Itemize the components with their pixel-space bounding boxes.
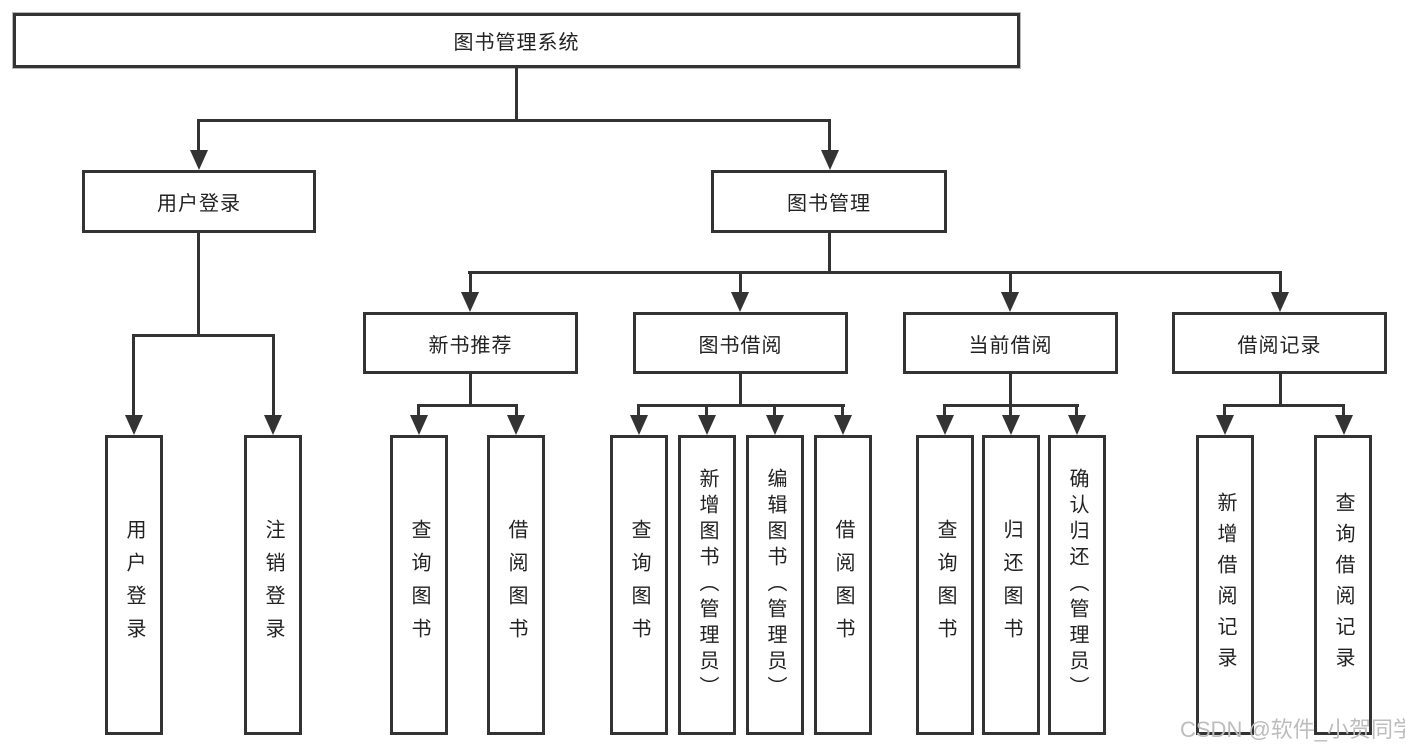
leaf-current-query-books-label: 查询图书: [934, 519, 956, 651]
connector-line: [1342, 404, 1345, 418]
arrow-down-icon: [264, 415, 282, 435]
connector-line: [469, 271, 472, 295]
csdn-watermark: CSDN @软件_小贺同学: [1180, 717, 1405, 742]
leaf-current-query-books: 查询图书: [916, 435, 974, 735]
connector-line: [515, 68, 518, 121]
connector-line: [417, 404, 518, 407]
leaf-logout-label: 注销登录: [262, 519, 284, 651]
arrow-down-icon: [766, 415, 784, 435]
connector-line: [197, 119, 831, 122]
node-book-borrow-label: 图书借阅: [698, 334, 783, 357]
leaf-edit-book-admin: 编辑图书（管理员）: [746, 435, 804, 735]
connector-line: [132, 334, 135, 418]
arrow-down-icon: [1271, 292, 1289, 312]
leaf-add-borrow-record: 新增借阅记录: [1196, 435, 1254, 735]
leaf-confirm-return-admin-label: 确认归还（管理员）: [1066, 468, 1088, 702]
node-book-management: 图书管理: [711, 170, 947, 233]
leaf-borrow-query-books-label: 查询图书: [628, 519, 650, 651]
node-new-book-recommend-label: 新书推荐: [428, 334, 513, 357]
connector-line: [197, 233, 200, 336]
arrow-down-icon: [461, 292, 479, 312]
connector-line: [828, 233, 831, 274]
connector-line: [1009, 374, 1012, 407]
node-new-book-recommend: 新书推荐: [363, 312, 578, 374]
arrow-down-icon: [834, 415, 852, 435]
connector-line: [637, 404, 845, 407]
connector-line: [773, 404, 776, 418]
connector-line: [739, 374, 742, 407]
leaf-return-books-label: 归还图书: [1000, 519, 1022, 651]
node-borrow-records: 借阅记录: [1172, 312, 1387, 374]
connector-line: [841, 404, 844, 418]
leaf-logout: 注销登录: [244, 435, 302, 735]
leaf-edit-book-admin-label: 编辑图书（管理员）: [764, 468, 786, 702]
leaf-query-borrow-record: 查询借阅记录: [1314, 435, 1372, 735]
leaf-add-borrow-record-label: 新增借阅记录: [1214, 492, 1236, 678]
leaf-user-login-label: 用户登录: [123, 519, 145, 651]
connector-line: [132, 334, 275, 337]
node-book-management-label: 图书管理: [787, 193, 871, 215]
leaf-recommend-query-books-label: 查询图书: [408, 519, 430, 651]
arrow-down-icon: [1001, 292, 1019, 312]
node-user-login: 用户登录: [82, 170, 316, 233]
node-library-system-label: 图书管理系统: [453, 32, 580, 54]
leaf-borrow-query-books: 查询图书: [610, 435, 668, 735]
arrow-down-icon: [936, 415, 954, 435]
leaf-borrow-borrow-books-label: 借阅图书: [832, 519, 854, 651]
node-current-borrow-label: 当前借阅: [968, 334, 1053, 357]
leaf-recommend-borrow-books-label: 借阅图书: [505, 519, 527, 651]
connector-line: [1223, 404, 1345, 407]
arrow-down-icon: [125, 415, 143, 435]
leaf-query-borrow-record-label: 查询借阅记录: [1332, 492, 1354, 678]
leaf-recommend-borrow-books: 借阅图书: [487, 435, 545, 735]
connector-line: [1223, 404, 1226, 418]
connector-line: [417, 404, 420, 418]
node-book-borrow: 图书借阅: [633, 312, 848, 374]
leaf-borrow-borrow-books: 借阅图书: [814, 435, 872, 735]
leaf-add-book-admin-label: 新增图书（管理员）: [696, 468, 718, 702]
leaf-add-book-admin: 新增图书（管理员）: [678, 435, 736, 735]
node-current-borrow: 当前借阅: [903, 312, 1118, 374]
arrow-down-icon: [1216, 415, 1234, 435]
node-borrow-records-label: 借阅记录: [1237, 334, 1322, 357]
arrow-down-icon: [410, 415, 428, 435]
arrow-down-icon: [731, 292, 749, 312]
arrow-down-icon: [1002, 415, 1020, 435]
connector-line: [828, 119, 831, 153]
leaf-recommend-query-books: 查询图书: [390, 435, 448, 735]
connector-line: [1075, 404, 1078, 418]
connector-line: [515, 404, 518, 418]
leaf-confirm-return-admin: 确认归还（管理员）: [1048, 435, 1106, 735]
connector-line: [1009, 404, 1012, 418]
connector-line: [1279, 271, 1282, 295]
connector-line: [1009, 271, 1012, 295]
node-library-system: 图书管理系统: [13, 13, 1020, 68]
connector-line: [468, 271, 1282, 274]
arrow-down-icon: [1335, 415, 1353, 435]
connector-line: [1279, 374, 1282, 407]
connector-line: [469, 374, 472, 407]
arrow-down-icon: [1068, 415, 1086, 435]
arrow-down-icon: [190, 150, 208, 170]
leaf-user-login: 用户登录: [105, 435, 163, 735]
arrow-down-icon: [507, 415, 525, 435]
connector-line: [272, 334, 275, 418]
connector-line: [943, 404, 946, 418]
leaf-return-books: 归还图书: [982, 435, 1040, 735]
node-user-login-label: 用户登录: [157, 193, 241, 215]
arrow-down-icon: [630, 415, 648, 435]
connector-line: [197, 119, 200, 153]
connector-line: [705, 404, 708, 418]
connector-line: [637, 404, 640, 418]
arrow-down-icon: [821, 150, 839, 170]
connector-line: [739, 271, 742, 295]
arrow-down-icon: [698, 415, 716, 435]
